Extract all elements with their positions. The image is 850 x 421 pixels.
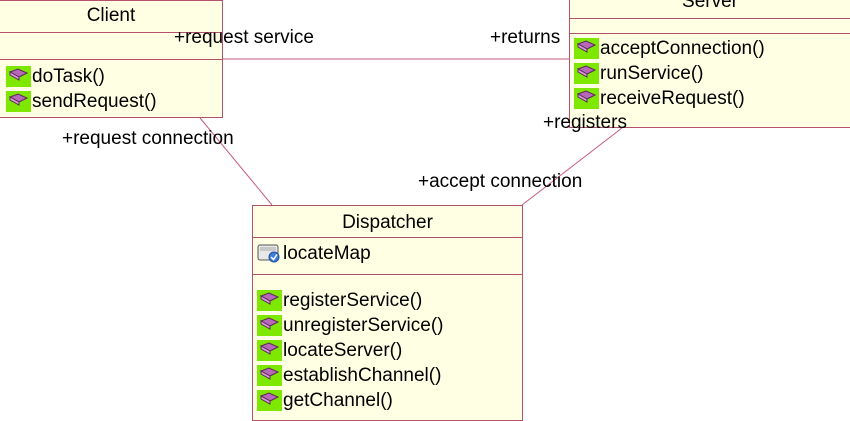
operation-label: locateServer(): [283, 339, 403, 361]
dispatcher-operation-registerservice[interactable]: registerService(): [253, 288, 522, 313]
role-label-registers: +registers: [543, 112, 627, 133]
operation-label: sendRequest(): [32, 90, 157, 112]
server-operation-receiverequest[interactable]: receiveRequest(): [570, 86, 850, 111]
public-operation-icon: [6, 91, 31, 112]
role-label-accept-connection: +accept connection: [418, 171, 583, 192]
dispatcher-operation-establishchannel[interactable]: establishChannel(): [253, 363, 522, 388]
public-operation-icon: [574, 88, 599, 109]
dispatcher-operation-unregisterservice[interactable]: unregisterService(): [253, 313, 522, 338]
role-label-returns: +returns: [490, 27, 561, 48]
public-operation-icon: [257, 340, 282, 361]
client-operation-dotask[interactable]: doTask(): [0, 64, 222, 89]
dispatcher-class[interactable]: Dispatcher locateMap registerService(): [252, 205, 523, 421]
public-operation-icon: [574, 38, 599, 59]
server-attributes-compartment: [570, 19, 850, 34]
dispatcher-attribute-locatemap[interactable]: locateMap: [253, 241, 522, 266]
public-operation-icon: [257, 290, 282, 311]
private-attribute-lock-icon: [257, 244, 280, 263]
dispatcher-operation-getchannel[interactable]: getChannel(): [253, 388, 522, 413]
dispatcher-operations-compartment: registerService() unregisterService() lo…: [253, 275, 522, 413]
dispatcher-class-name: Dispatcher: [342, 212, 433, 233]
dispatcher-operation-locateserver[interactable]: locateServer(): [253, 338, 522, 363]
client-operation-sendrequest[interactable]: sendRequest(): [0, 89, 222, 114]
server-operation-acceptconnection[interactable]: acceptConnection(): [570, 36, 850, 61]
operation-label: getChannel(): [283, 389, 393, 411]
client-operations-compartment: doTask() sendRequest(): [0, 60, 222, 114]
server-class-name: Server: [570, 0, 850, 19]
public-operation-icon: [257, 315, 282, 336]
operation-label: registerService(): [283, 289, 423, 311]
public-operation-icon: [574, 63, 599, 84]
association-server-dispatcher[interactable]: [521, 127, 623, 206]
operation-label: establishChannel(): [283, 364, 442, 386]
server-operation-runservice[interactable]: runService(): [570, 61, 850, 86]
client-class-name: Client: [0, 1, 222, 33]
server-class[interactable]: Server acceptConnection() runService(): [569, 0, 850, 128]
association-client-dispatcher[interactable]: [199, 117, 273, 206]
client-class[interactable]: Client doTask() sendRequest(): [0, 0, 223, 118]
operation-label: acceptConnection(): [600, 37, 765, 59]
operation-label: unregisterService(): [283, 314, 444, 336]
role-label-request-service: +request service: [174, 27, 314, 48]
role-label-request-connection: +request connection: [62, 128, 234, 149]
server-operations-compartment: acceptConnection() runService() receiveR…: [570, 34, 850, 111]
client-attributes-compartment: [0, 33, 222, 60]
dispatcher-attributes-compartment: locateMap: [253, 237, 522, 275]
attribute-label: locateMap: [283, 242, 371, 264]
public-operation-icon: [6, 66, 31, 87]
public-operation-icon: [257, 390, 282, 411]
operation-label: runService(): [600, 62, 704, 84]
operation-label: receiveRequest(): [600, 87, 745, 109]
operation-label: doTask(): [32, 65, 105, 87]
public-operation-icon: [257, 365, 282, 386]
